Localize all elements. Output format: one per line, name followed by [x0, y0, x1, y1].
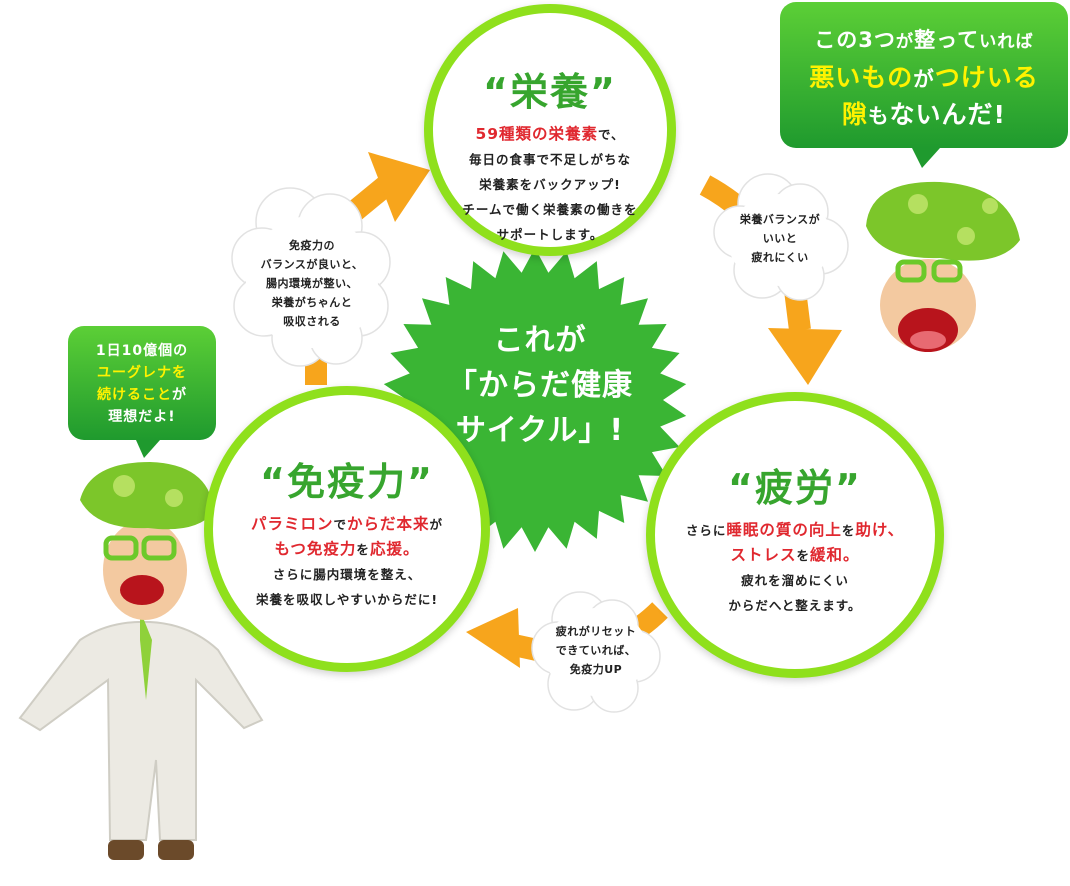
- bubble-left-text-3a: 続けること: [97, 387, 172, 403]
- nutrition-circle: “栄養” 59種類の栄養素で、 毎日の食事で不足しがちな 栄養素をバックアップ!…: [424, 4, 676, 256]
- speech-bubble-left: 1日10億個の ユーグレナを 続けることが 理想だよ!: [68, 326, 216, 440]
- bubble-left-text-3b: が: [172, 387, 187, 403]
- bubble-right-text-3c: ないんだ!: [890, 100, 1006, 129]
- bubble-right-text-3b: も: [868, 104, 890, 128]
- immunity-line-1: パラミロンでからだ本来が: [213, 512, 481, 537]
- fatigue-line-2: ストレスを緩和。: [655, 543, 935, 568]
- fatigue-highlight-1: 睡眠の質の向上: [726, 521, 842, 539]
- cloud-left-text: 免疫力の バランスが良いと、 腸内環境が整い、 栄養がちゃんと 吸収される: [250, 236, 374, 331]
- cloud-bottom-text: 疲れがリセット できていれば、 免疫力UP: [540, 622, 652, 679]
- bubble-right-text-1c: 整って: [914, 28, 979, 52]
- immunity-highlight-1: パラミロン: [251, 515, 334, 533]
- cloud-bottom-line-3: 免疫力UP: [540, 660, 652, 679]
- bubble-tail-right: [912, 148, 940, 168]
- cloud-left-line-1: 免疫力の: [250, 236, 374, 255]
- bubble-right-text-1b: が: [896, 32, 914, 52]
- nutrition-line-2: 毎日の食事で不足しがちな: [433, 147, 667, 172]
- bubble-left-line-1: 1日10億個の: [68, 340, 216, 362]
- immunity-highlight-2: からだ本来: [347, 515, 430, 533]
- speech-bubble-right: この3つが整っていれば 悪いものがつけいる 隙もないんだ!: [780, 2, 1068, 148]
- immunity-text-1: で: [333, 517, 347, 532]
- cloud-left-line-4: 栄養がちゃんと: [250, 293, 374, 312]
- fatigue-text-1: さらに: [686, 523, 727, 538]
- cloud-bottom-line-2: できていれば、: [540, 641, 652, 660]
- fatigue-text-3: を: [796, 548, 810, 563]
- center-heading: これが 「からだ健康 サイクル」!: [420, 318, 660, 453]
- center-line-1: これが: [420, 318, 660, 363]
- bubble-left-line-4: 理想だよ!: [68, 406, 216, 428]
- bubble-right-text-2b: が: [913, 67, 935, 91]
- fatigue-highlight-3: ストレス: [730, 546, 796, 564]
- bubble-right-text-2a: 悪いもの: [809, 63, 913, 92]
- bubble-right-line-3: 隙もないんだ!: [780, 97, 1068, 134]
- immunity-title: “免疫力”: [213, 451, 481, 506]
- arrow-head-bottom: [466, 608, 520, 668]
- nutrition-line-1: 59種類の栄養素で、: [433, 122, 667, 147]
- immunity-circle: “免疫力” パラミロンでからだ本来が もつ免疫力を応援。 さらに腸内環境を整え、…: [204, 386, 490, 672]
- cloud-right-line-2: いいと: [724, 229, 836, 248]
- cloud-left-line-5: 吸収される: [250, 312, 374, 331]
- cloud-left-line-2: バランスが良いと、: [250, 255, 374, 274]
- nutrition-line-4: チームで働く栄養素の働きを: [433, 197, 667, 222]
- fatigue-line-4: からだへと整えます。: [655, 593, 935, 618]
- nutrition-suffix: で、: [598, 127, 625, 142]
- cloud-right-line-1: 栄養バランスが: [724, 210, 836, 229]
- immunity-line-2: もつ免疫力を応援。: [213, 537, 481, 562]
- nutrition-line-5: サポートします。: [433, 222, 667, 247]
- fatigue-text-2: を: [842, 523, 856, 538]
- bubble-right-text-1d: いれば: [979, 32, 1034, 52]
- cloud-right-line-3: 疲れにくい: [724, 248, 836, 267]
- bubble-right-line-2: 悪いものがつけいる: [780, 60, 1068, 97]
- fatigue-highlight-2: 助け、: [855, 521, 904, 539]
- nutrition-title: “栄養”: [433, 61, 667, 116]
- cloud-right-text: 栄養バランスが いいと 疲れにくい: [724, 210, 836, 267]
- fatigue-line-3: 疲れを溜めにくい: [655, 568, 935, 593]
- character-head-right: [866, 182, 1020, 352]
- center-line-2: 「からだ健康: [420, 363, 660, 408]
- bubble-right-line-1: この3つが整っていれば: [780, 22, 1068, 60]
- bubble-right-text-3a: 隙: [842, 100, 868, 129]
- arrow-head-right: [768, 328, 842, 385]
- nutrition-highlight: 59種類の栄養素: [475, 125, 598, 143]
- fatigue-circle: “疲労” さらに睡眠の質の向上を助け、 ストレスを緩和。 疲れを溜めにくい から…: [646, 392, 944, 678]
- bubble-tail-left: [136, 440, 160, 458]
- immunity-line-4: 栄養を吸収しやすいからだに!: [213, 587, 481, 612]
- fatigue-highlight-4: 緩和。: [810, 546, 860, 564]
- nutrition-line-3: 栄養素をバックアップ!: [433, 172, 667, 197]
- bubble-right-text-1a: この3つ: [814, 28, 896, 52]
- immunity-text-3: を: [356, 542, 370, 557]
- immunity-highlight-3: もつ免疫力: [275, 540, 357, 558]
- fatigue-title: “疲労”: [655, 457, 935, 512]
- immunity-highlight-4: 応援。: [370, 540, 420, 558]
- bubble-right-text-2c: つけいる: [935, 63, 1039, 92]
- cloud-bottom-line-1: 疲れがリセット: [540, 622, 652, 641]
- bubble-left-line-2: ユーグレナを: [68, 362, 216, 384]
- immunity-text-2: が: [430, 517, 444, 532]
- cloud-left-line-3: 腸内環境が整い、: [250, 274, 374, 293]
- immunity-line-3: さらに腸内環境を整え、: [213, 562, 481, 587]
- bubble-left-line-3: 続けることが: [68, 384, 216, 406]
- fatigue-line-1: さらに睡眠の質の向上を助け、: [655, 518, 935, 543]
